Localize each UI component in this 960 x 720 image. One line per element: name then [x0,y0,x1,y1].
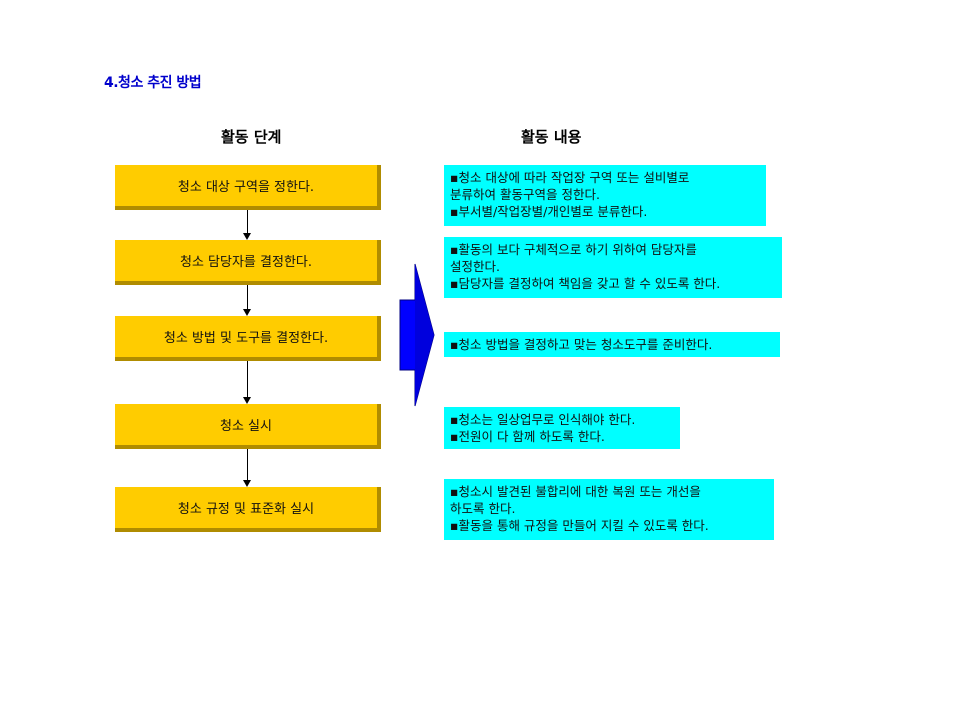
connector-line [247,210,248,234]
note-line: ▪청소시 발견된 불합리에 대한 복원 또는 개선을 [450,484,701,499]
note-box: ▪청소시 발견된 불합리에 대한 복원 또는 개선을 하도록 한다. ▪활동을 … [444,479,774,540]
connector-line [247,361,248,398]
note-line: ▪부서별/작업장별/개인별로 분류한다. [450,204,648,219]
header-steps: 활동 단계 [221,128,282,146]
note-box: ▪청소 방법을 결정하고 맞는 청소도구를 준비한다. [444,332,780,357]
note-line: ▪활동의 보다 구체적으로 하기 위하여 담당자를 [450,242,697,257]
note-box: ▪청소는 일상업무로 인식해야 한다. ▪전원이 다 함께 하도록 한다. [444,407,680,449]
step-box: 청소 실시 [115,404,381,449]
note-line: ▪청소 대상에 따라 작업장 구역 또는 설비별로 [450,170,690,185]
connector-arrowhead [243,397,251,404]
page-title: 4.청소 추진 방법 [104,75,202,91]
connector-arrowhead [243,233,251,240]
step-label: 청소 방법 및 도구를 결정한다. [163,331,329,346]
step-label: 청소 규정 및 표준화 실시 [177,502,315,517]
note-box: ▪활동의 보다 구체적으로 하기 위하여 담당자를 설정한다. ▪담당자를 결정… [444,237,782,298]
note-line: ▪청소는 일상업무로 인식해야 한다. [450,412,636,427]
note-line: ▪활동을 통해 규정을 만들어 지킬 수 있도록 한다. [450,518,709,533]
connector-arrowhead [243,480,251,487]
step-box: 청소 대상 구역을 정한다. [115,165,381,210]
connector-line [247,449,248,481]
step-label: 청소 대상 구역을 정한다. [177,180,315,195]
note-line: ▪청소 방법을 결정하고 맞는 청소도구를 준비한다. [450,337,713,352]
header-contents: 활동 내용 [521,128,582,146]
step-box: 청소 규정 및 표준화 실시 [115,487,381,532]
note-line: 하도록 한다. [450,501,516,516]
connector-arrowhead [243,309,251,316]
connector-line [247,285,248,310]
right-arrow-icon [399,263,435,407]
step-label: 청소 담당자를 결정한다. [180,255,312,270]
note-line: ▪담당자를 결정하여 책임을 갖고 할 수 있도록 한다. [450,276,721,291]
step-box: 청소 담당자를 결정한다. [115,240,381,285]
note-line: 설정한다. [450,259,500,274]
note-box: ▪청소 대상에 따라 작업장 구역 또는 설비별로 분류하여 활동구역을 정한다… [444,165,766,226]
note-line: ▪전원이 다 함께 하도록 한다. [450,429,605,444]
step-box: 청소 방법 및 도구를 결정한다. [115,316,381,361]
step-label: 청소 실시 [220,419,272,434]
note-line: 분류하여 활동구역을 정한다. [450,187,600,202]
